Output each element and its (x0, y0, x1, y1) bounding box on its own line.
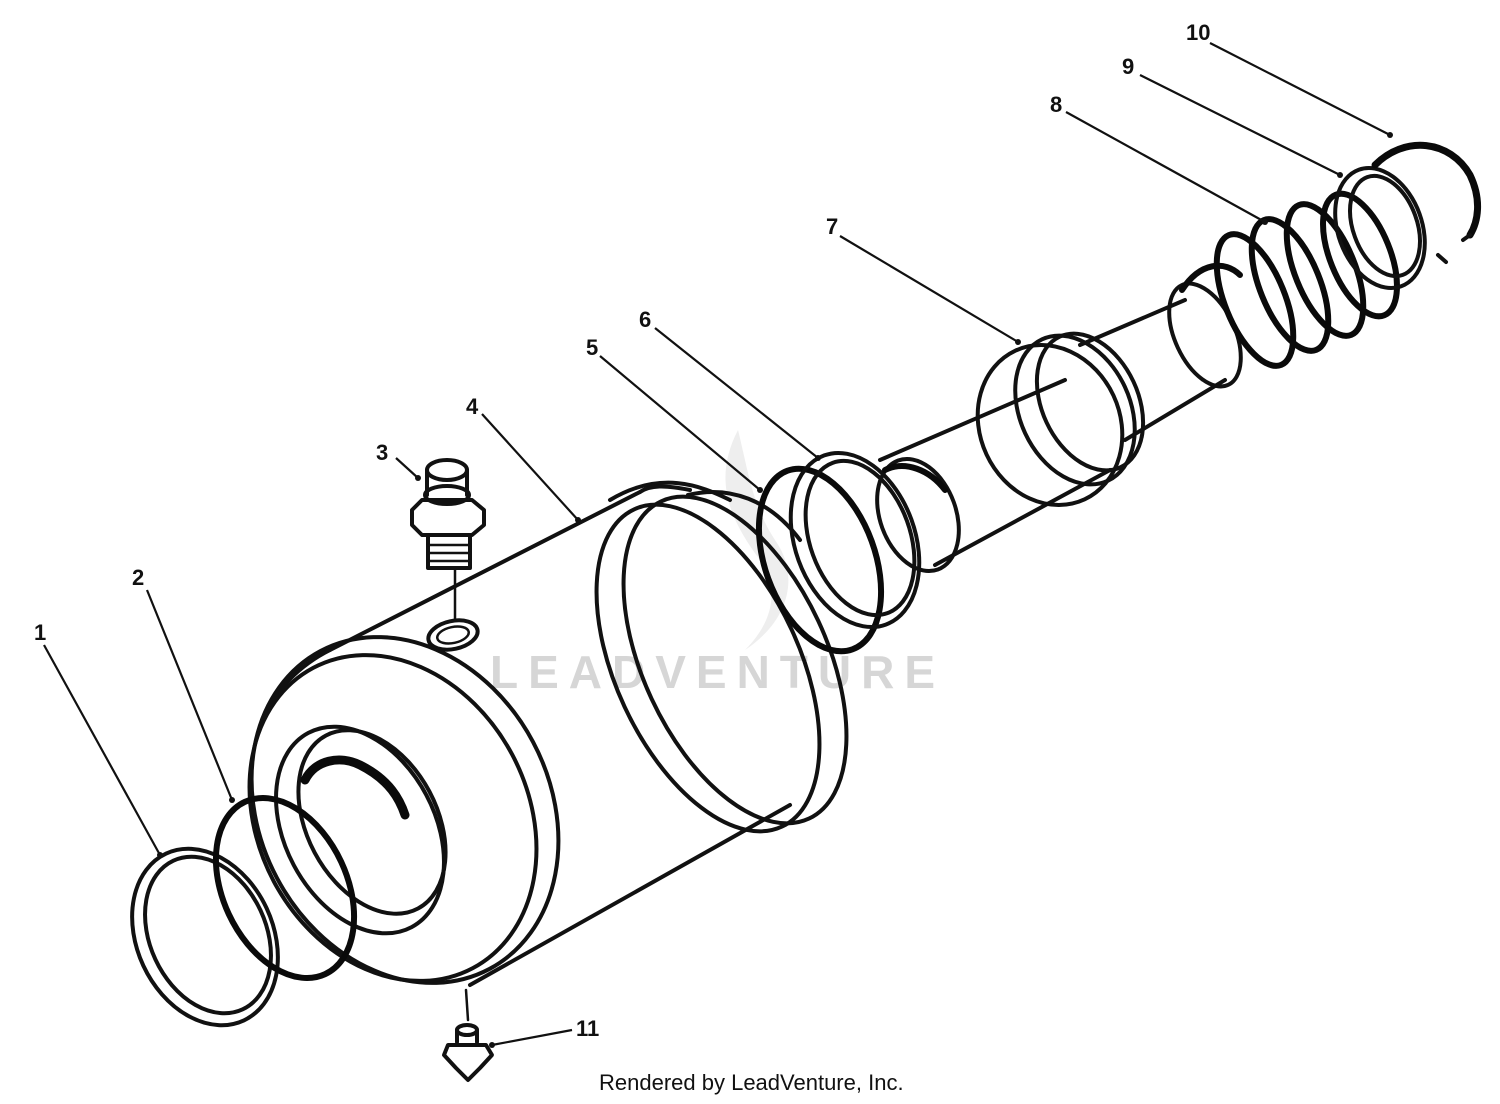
callout-9: 9 (1122, 54, 1134, 79)
leader-lines (43, 42, 1393, 1048)
callout-7: 7 (826, 214, 838, 239)
callout-11: 11 (576, 1016, 599, 1041)
callout-3: 3 (376, 440, 388, 465)
part-9-washer (1333, 165, 1427, 291)
part-3-grease-fitting (410, 458, 486, 570)
callout-6: 6 (639, 307, 651, 332)
part-11-fitting (442, 1023, 494, 1082)
callout-1: 1 (34, 620, 46, 645)
callout-10: 10 (1186, 20, 1210, 45)
part-7-piston (875, 281, 1243, 574)
part-5-o-ring (755, 465, 885, 655)
part-8-spring (1179, 190, 1400, 369)
part-1-ring (130, 846, 280, 1028)
part-10-retaining-ring (1371, 141, 1482, 264)
callout-labels: 1 2 3 4 5 6 7 8 9 10 11 (34, 20, 1210, 1041)
callout-8: 8 (1050, 92, 1062, 117)
callout-5: 5 (586, 335, 598, 360)
callout-4: 4 (466, 394, 479, 419)
part-4-housing (247, 480, 849, 1022)
part-6-backup-ring (788, 450, 922, 630)
watermark-text: LEADVENTURE (490, 646, 945, 698)
footer-credit: Rendered by LeadVenture, Inc. (599, 1070, 904, 1095)
callout-2: 2 (132, 565, 144, 590)
part-2-o-ring (212, 795, 358, 981)
